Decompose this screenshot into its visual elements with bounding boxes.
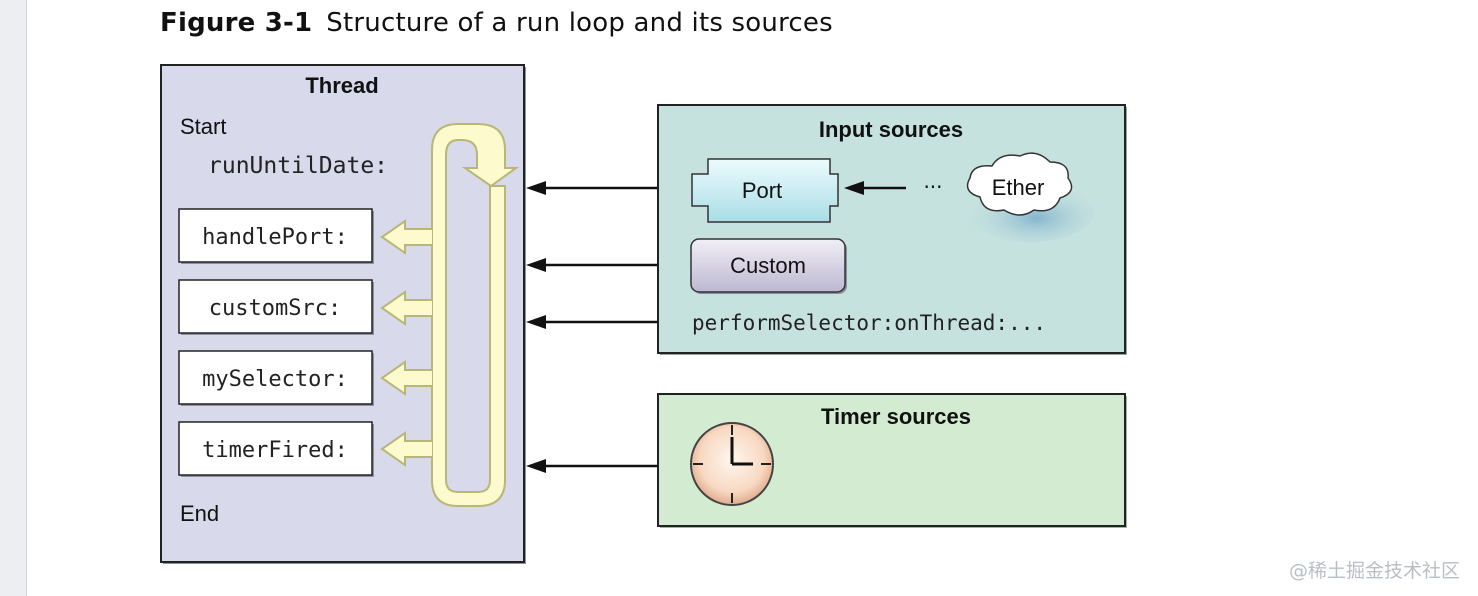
source-connectors	[526, 181, 658, 473]
timer-sources-panel: Timer sources	[657, 393, 1127, 528]
timer-fired-box	[178, 421, 373, 476]
custom-source-shape	[690, 238, 846, 293]
connector-perform-selector-arrowhead	[526, 315, 546, 329]
my-selector-box	[178, 350, 373, 405]
my-selector-label: mySelector:	[202, 367, 348, 392]
figure-caption: Figure 3-1 Structure of a run loop and it…	[160, 8, 833, 38]
custom-source-label: Custom	[730, 253, 806, 278]
input-sources-title: Input sources	[819, 117, 963, 142]
handle-port-box	[178, 208, 373, 263]
custom-src-box	[178, 279, 373, 334]
page-left-gutter	[0, 0, 27, 596]
ether-label: Ether	[992, 175, 1045, 200]
loop-arrow-custom-src	[380, 290, 432, 326]
connector-port-arrowhead	[526, 181, 546, 195]
loop-arrow-my-selector	[380, 360, 432, 396]
timer-fired-label: timerFired:	[202, 438, 348, 463]
ether-ellipsis: ···	[923, 175, 942, 199]
watermark: @稀土掘金技术社区	[1288, 560, 1460, 582]
connector-custom-arrowhead	[526, 258, 546, 272]
clock-icon	[690, 422, 774, 506]
input-sources-panel: Input sources Port ··· Ether Custom perf…	[657, 104, 1127, 355]
thread-start-label: Start	[180, 114, 226, 139]
figure-title: Structure of a run loop and its sources	[326, 8, 833, 38]
run-loop-band	[431, 123, 520, 507]
run-until-date-label: runUntilDate:	[208, 153, 388, 179]
loop-arrow-timer-fired	[380, 431, 432, 467]
thread-title: Thread	[305, 73, 378, 98]
loop-arrow-handle-port	[380, 219, 432, 255]
port-label: Port	[742, 178, 782, 203]
port-shape	[691, 158, 839, 223]
run-loop-path	[380, 123, 520, 507]
timer-sources-title: Timer sources	[821, 404, 971, 429]
figure-number: Figure 3-1	[160, 8, 313, 38]
custom-src-label: customSrc:	[209, 296, 341, 321]
connector-timer-arrowhead	[526, 459, 546, 473]
ether-to-port-arrowhead	[844, 181, 864, 195]
perform-selector-label: performSelector:onThread:...	[692, 311, 1046, 335]
ether-cloud-icon	[966, 152, 1073, 216]
handler-boxes: handlePort: customSrc: mySelector: timer…	[178, 208, 374, 477]
handle-port-label: handlePort:	[202, 225, 348, 250]
thread-end-label: End	[180, 501, 219, 526]
